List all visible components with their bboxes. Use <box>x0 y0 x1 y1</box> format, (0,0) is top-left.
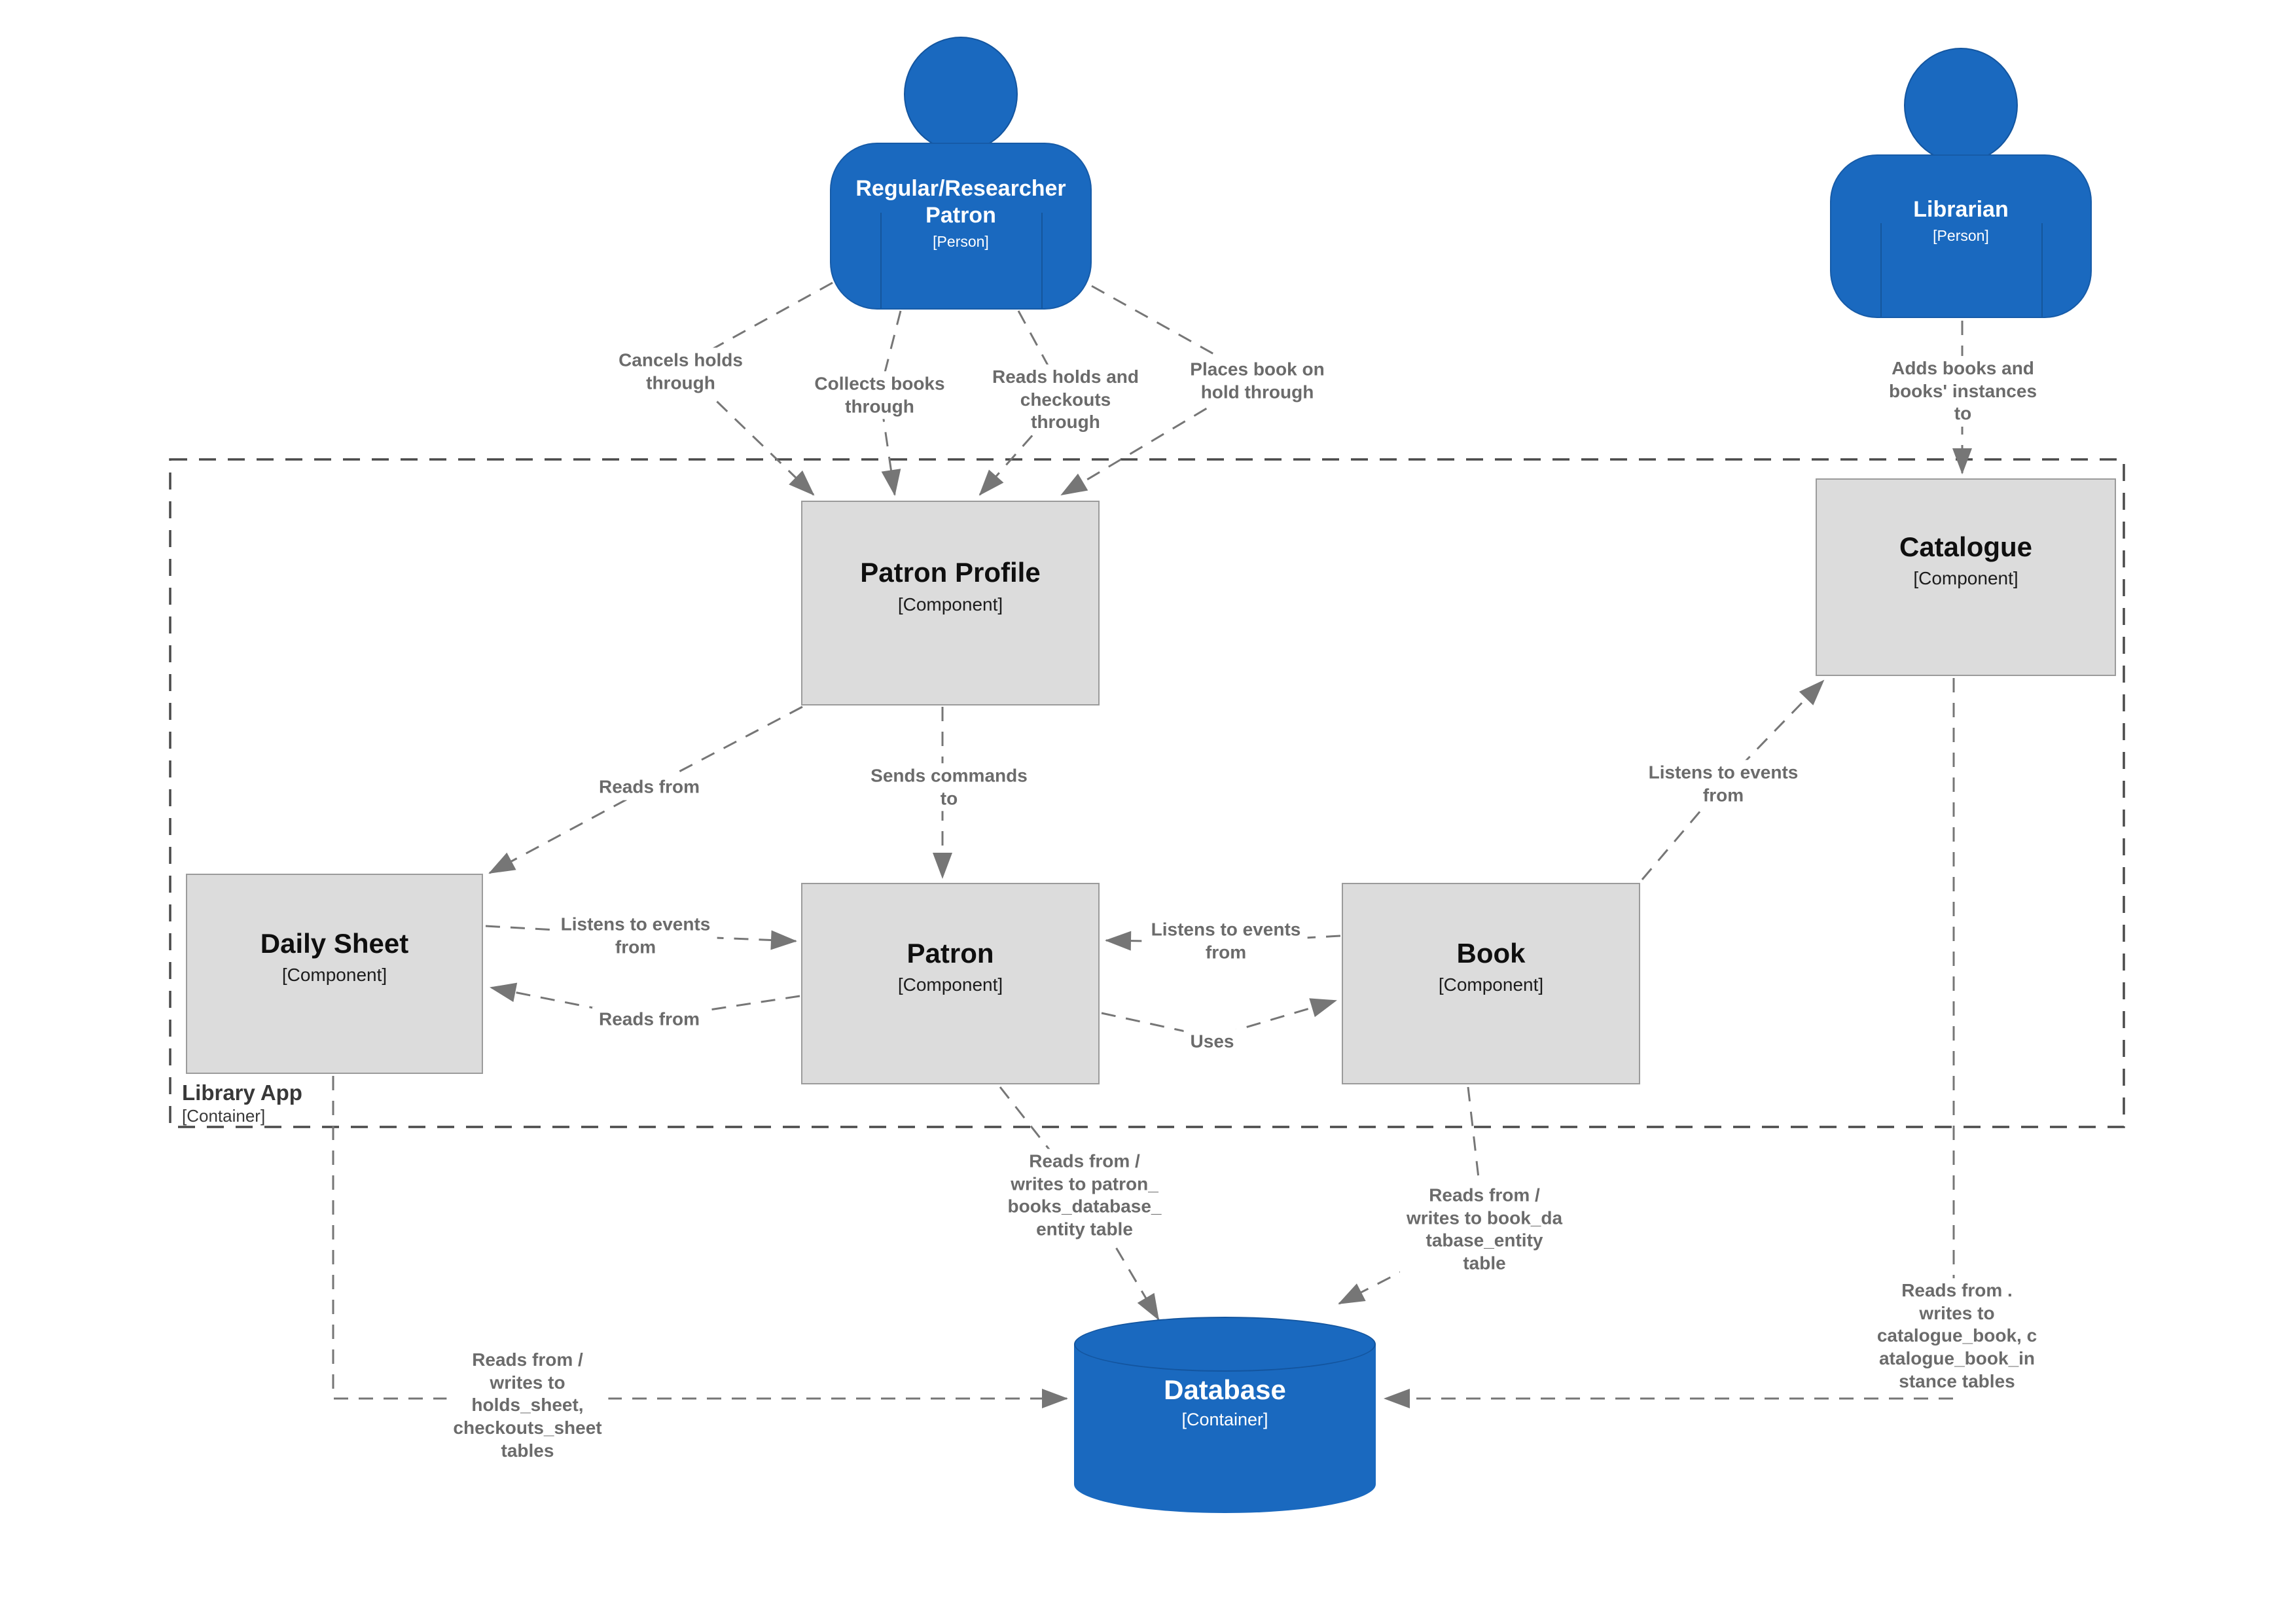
edge-book-database <box>1338 1086 1486 1305</box>
person-body: Regular/Researcher Patron [Person] <box>830 143 1092 310</box>
component-patron: Patron [Component] <box>801 883 1100 1084</box>
edge-label-cancels-holds: Cancels holds through <box>612 348 749 396</box>
component-meta: [Component] <box>1438 974 1544 995</box>
component-name: Daily Sheet <box>260 927 409 959</box>
boundary-label-library-app: Library App [Container] <box>182 1080 302 1126</box>
person-name: Regular/Researcher Patron <box>855 176 1066 228</box>
edge-label-collects-books: Collects books through <box>808 371 952 419</box>
person-arm-line <box>1880 223 1882 317</box>
edge-profile-reads-daily <box>488 705 803 874</box>
person-name: Librarian <box>1913 197 2009 222</box>
person-arm-line <box>1041 213 1043 308</box>
component-meta: [Component] <box>1913 568 2018 589</box>
person-librarian: Librarian [Person] <box>1830 48 2092 319</box>
component-catalogue: Catalogue [Component] <box>1816 478 2116 676</box>
edge-label-reads-holds: Reads holds and checkouts through <box>985 364 1146 436</box>
component-name: Patron Profile <box>860 557 1041 588</box>
component-daily-sheet: Daily Sheet [Component] <box>186 874 483 1074</box>
edge-label-profile-reads-daily: Reads from <box>592 774 707 800</box>
edge-daily-database <box>332 1076 1068 1408</box>
edge-cancels-holds <box>679 281 833 496</box>
component-name: Catalogue <box>1899 531 2033 562</box>
edge-places-hold <box>1060 285 1260 496</box>
edge-label-patron-database: Reads from / writes to patron_ books_dat… <box>1001 1149 1168 1243</box>
component-book: Book [Component] <box>1342 883 1640 1084</box>
component-name: Book <box>1456 937 1526 969</box>
person-head-icon <box>1904 48 2018 163</box>
edge-label-book-events-patron: Listens to events from <box>1144 917 1308 965</box>
component-meta: [Component] <box>897 974 1003 995</box>
edge-label-catalogue-database: Reads from . writes to catalogue_book, c… <box>1870 1278 2044 1395</box>
person-meta: [Person] <box>933 232 989 250</box>
boundary-name: Library App <box>182 1080 302 1105</box>
boundary-meta: [Container] <box>182 1106 266 1126</box>
component-meta: [Component] <box>897 594 1003 615</box>
component-patron-profile: Patron Profile [Component] <box>801 501 1100 705</box>
database-name: Database <box>1164 1374 1286 1405</box>
person-head-icon <box>904 37 1018 152</box>
edge-label-places-hold: Places book on hold through <box>1183 357 1331 405</box>
person-regular-researcher-patron: Regular/Researcher Patron [Person] <box>830 37 1092 312</box>
edge-label-book-events-catalogue: Listens to events from <box>1641 760 1805 808</box>
person-arm-line <box>2041 223 2043 317</box>
component-meta: [Component] <box>281 965 387 986</box>
person-meta: [Person] <box>1933 226 1989 244</box>
cylinder-body <box>1074 1344 1376 1513</box>
edge-label-book-database: Reads from / writes to book_da tabase_en… <box>1399 1183 1570 1277</box>
edge-reads-holds <box>978 310 1067 496</box>
cylinder-top <box>1074 1317 1376 1372</box>
edge-label-sends-commands: Sends commands to <box>864 763 1034 812</box>
edge-label-uses: Uses <box>1183 1029 1241 1055</box>
database-meta: [Container] <box>1181 1410 1268 1429</box>
component-name: Patron <box>906 937 994 969</box>
edge-catalogue-database <box>1384 678 1955 1408</box>
database-text: Database [Container] <box>1074 1374 1376 1430</box>
container-database: Database [Container] <box>1074 1317 1376 1513</box>
person-body: Librarian [Person] <box>1830 154 2092 318</box>
edge-label-adds-books: Adds books and books' instances to <box>1882 355 2044 427</box>
library-app-boundary <box>169 458 2125 1128</box>
edge-label-daily-events-patron: Listens to events from <box>554 912 717 960</box>
edge-label-patron-reads-daily: Reads from <box>592 1007 707 1033</box>
person-arm-line <box>880 213 882 308</box>
edge-label-daily-database: Reads from / writes to holds_sheet, chec… <box>446 1347 609 1464</box>
